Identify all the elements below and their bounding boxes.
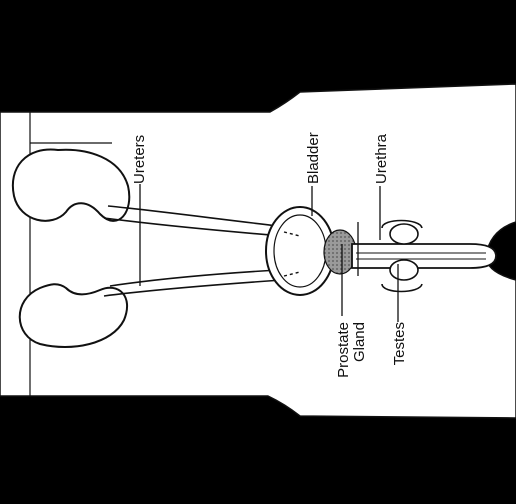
urethra [352,244,496,268]
label-testes: Testes [391,322,408,365]
label-prostate-line1: Prostate [335,322,352,378]
label-prostate-line2: Gland [351,322,368,362]
label-urethra: Urethra [373,133,390,184]
label-bladder: Bladder [305,132,322,184]
label-ureters: Ureters [131,135,148,184]
